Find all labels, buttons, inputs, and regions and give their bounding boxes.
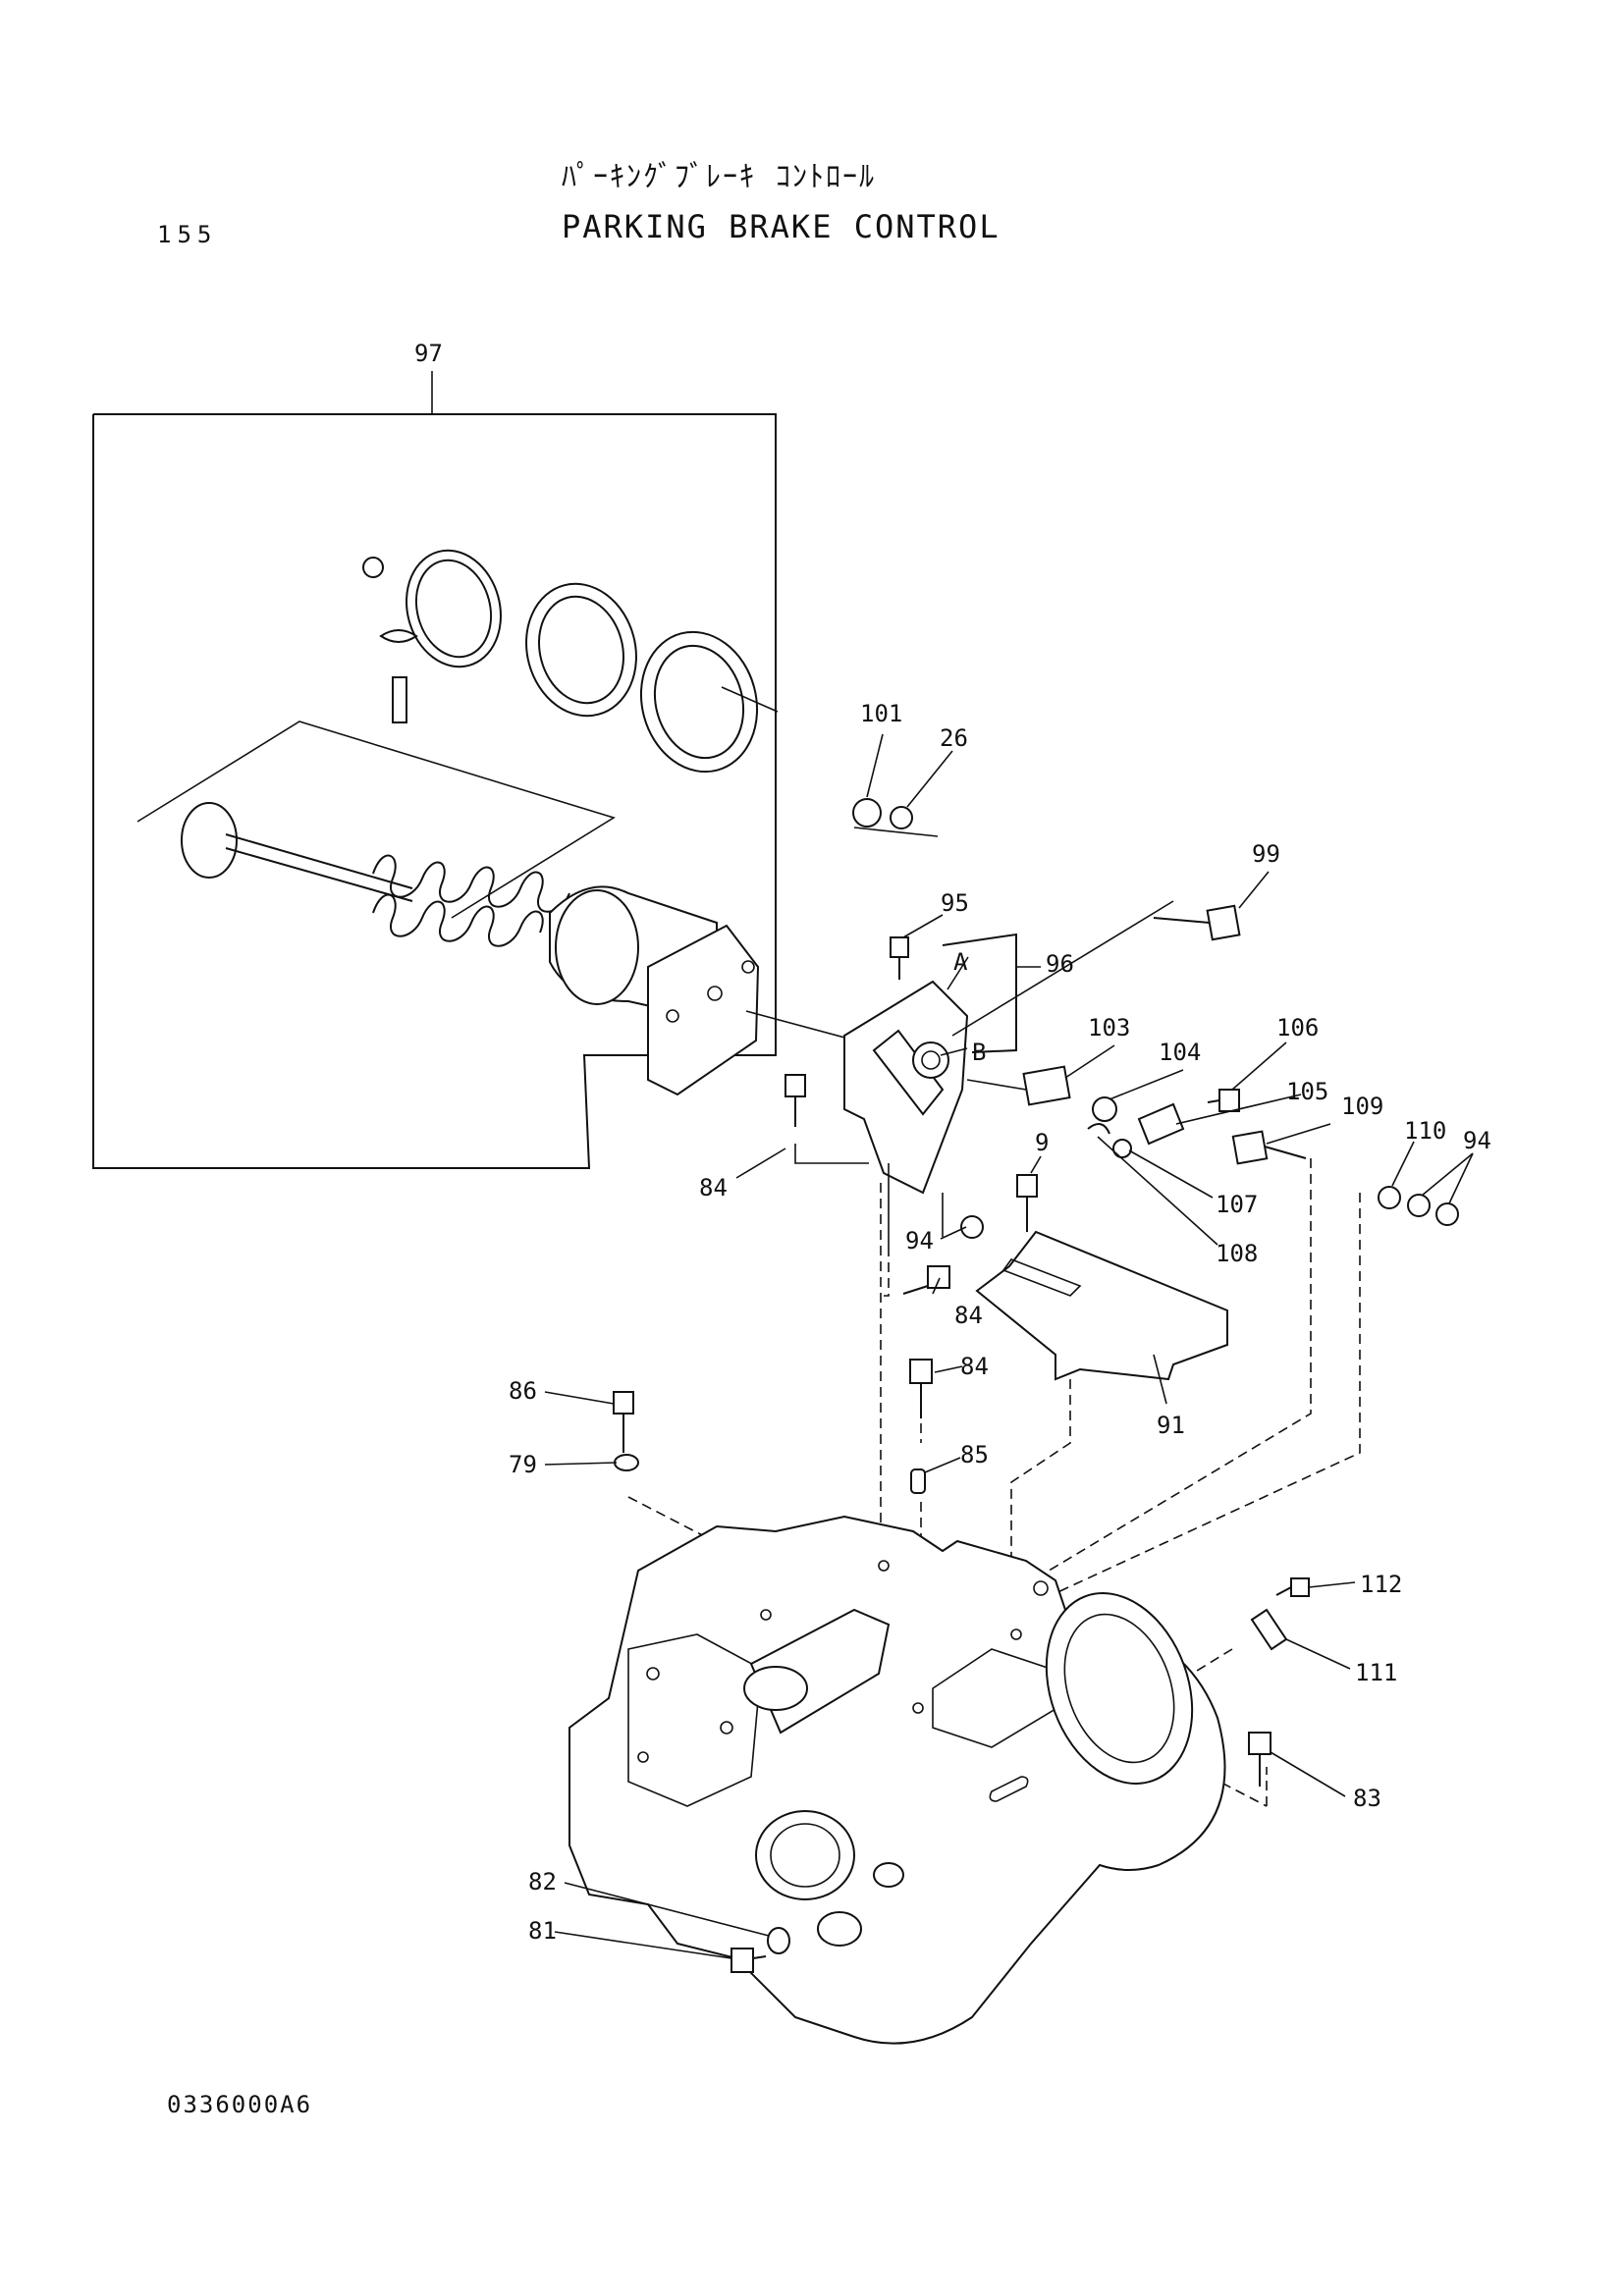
callout-91: 91 <box>1157 1412 1185 1439</box>
callout-106: 106 <box>1276 1014 1319 1041</box>
callout-82: 82 <box>528 1868 557 1896</box>
callout-84-middle: 84 <box>954 1302 983 1329</box>
callout-97: 97 <box>414 340 443 367</box>
callout-107: 107 <box>1216 1191 1258 1218</box>
callout-9: 9 <box>1035 1129 1049 1156</box>
title-japanese: ﾊﾟｰｷﾝｸﾞﾌﾞﾚｰｷ ｺﾝﾄﾛｰﾙ <box>562 160 877 194</box>
callout-leaders <box>544 733 1474 1959</box>
callout-105: 105 <box>1286 1078 1328 1105</box>
callout-81: 81 <box>528 1917 557 1945</box>
callout-labels: 97 101 26 99 95 A 96 B 103 104 106 105 1… <box>414 340 1491 1945</box>
plate-91 <box>975 1230 1228 1381</box>
piston-assembly <box>181 802 760 1096</box>
callout-84-lower: 84 <box>960 1353 989 1380</box>
callout-96: 96 <box>1046 950 1074 978</box>
callout-101: 101 <box>860 700 902 727</box>
callout-83: 83 <box>1353 1785 1381 1812</box>
callout-99: 99 <box>1252 840 1280 868</box>
callout-B: B <box>972 1039 986 1066</box>
callout-94-lower: 94 <box>905 1227 934 1255</box>
callout-86: 86 <box>509 1377 537 1405</box>
drawing-number: 0336000A6 <box>167 2091 313 2118</box>
callout-94-right: 94 <box>1463 1127 1491 1154</box>
callout-110: 110 <box>1404 1117 1446 1145</box>
callout-111: 111 <box>1355 1659 1397 1686</box>
callout-109: 109 <box>1341 1093 1383 1120</box>
callout-85: 85 <box>960 1441 989 1468</box>
callout-79: 79 <box>509 1451 537 1478</box>
callout-112: 112 <box>1360 1571 1402 1598</box>
bolt-86-washer-79 <box>613 1391 926 1494</box>
callout-108: 108 <box>1216 1240 1258 1267</box>
seal-rings <box>362 549 779 774</box>
subassembly-outline <box>136 721 616 919</box>
callout-26: 26 <box>940 724 968 752</box>
transmission-housing <box>568 1515 1226 2045</box>
page-number: 155 <box>157 221 218 248</box>
callout-104: 104 <box>1159 1039 1201 1066</box>
callout-95: 95 <box>941 889 969 917</box>
title-english: PARKING BRAKE CONTROL <box>562 208 1001 245</box>
bracket-96 <box>843 980 969 1247</box>
callout-A: A <box>953 948 968 976</box>
callout-84-upper: 84 <box>699 1174 728 1201</box>
assembly-97-frame <box>92 371 777 1169</box>
callout-bracket-96 <box>942 933 1017 1053</box>
callout-103: 103 <box>1088 1014 1130 1041</box>
